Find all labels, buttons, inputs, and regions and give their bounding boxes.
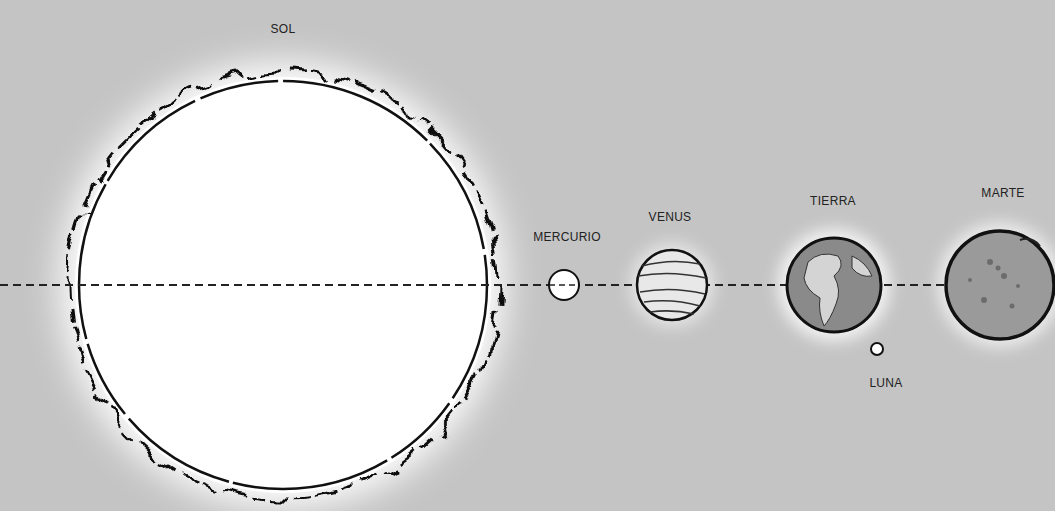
venus-planet xyxy=(637,250,707,320)
moon-label: LUNA xyxy=(869,376,902,390)
mars-crater xyxy=(1020,239,1040,246)
moon xyxy=(871,343,883,355)
ecliptic-line xyxy=(0,284,1055,286)
mercury-planet xyxy=(549,270,579,300)
planet-label: MERCURIO xyxy=(533,230,601,244)
earth-continents-2 xyxy=(852,256,872,276)
mars-spots xyxy=(968,259,1020,309)
sun-outline xyxy=(79,81,487,489)
sun-label: SOL xyxy=(271,22,296,36)
mars-glow xyxy=(938,223,1055,347)
earth-continents xyxy=(804,254,841,326)
venus-bands xyxy=(638,261,706,314)
mars-planet xyxy=(946,231,1054,339)
earth-planet xyxy=(787,238,881,332)
earth-glow xyxy=(778,229,890,341)
planet-label: MARTE xyxy=(981,186,1024,200)
mercury-dash xyxy=(549,284,579,286)
venus-glow xyxy=(630,243,714,327)
planet-label: VENUS xyxy=(649,210,692,224)
sun-glow xyxy=(61,63,505,507)
planet-label: TIERRA xyxy=(810,194,856,208)
